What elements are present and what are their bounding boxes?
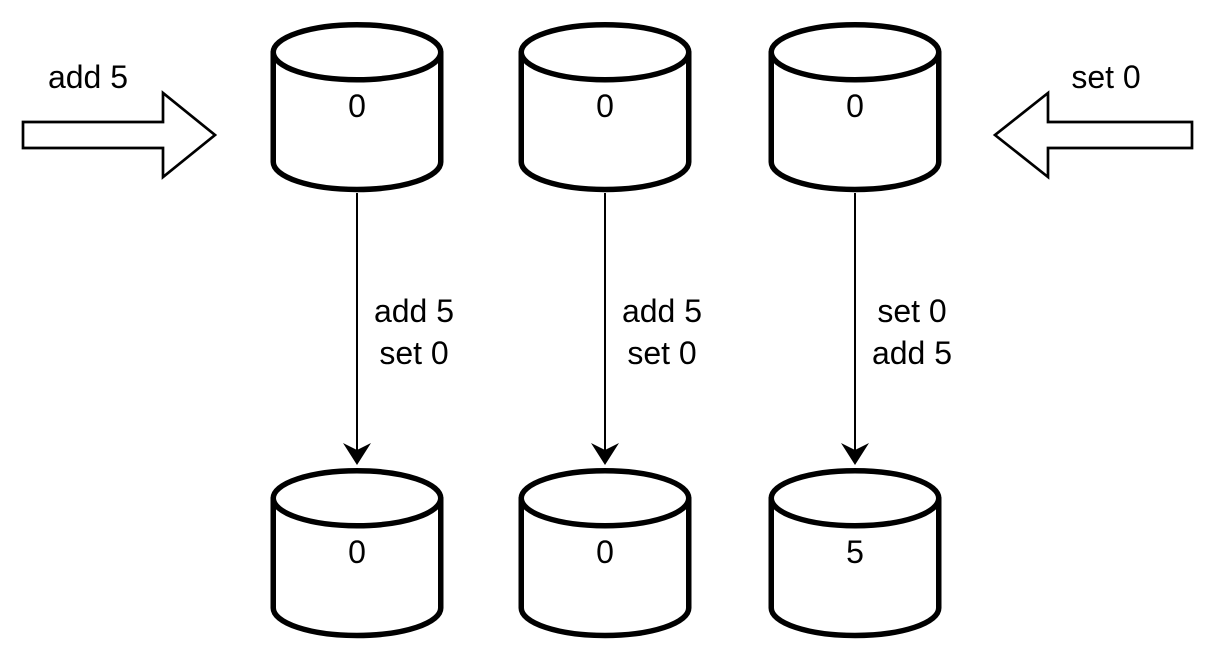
database-cylinder-top <box>270 22 444 83</box>
replication-arrow-3-op1: set 0 <box>877 293 946 329</box>
input-arrow-right-group: set 0 <box>992 59 1194 180</box>
top-database-1-value: 0 <box>348 88 366 124</box>
left-block-arrow-icon <box>992 90 1194 180</box>
top-database-1: 0 <box>270 22 444 193</box>
replication-arrow-3-head-icon <box>841 443 869 465</box>
top-database-3: 0 <box>768 22 942 193</box>
input-arrow-right-label: set 0 <box>1071 59 1140 95</box>
database-cylinder-body <box>270 49 444 193</box>
input-arrow-left-label: add 5 <box>48 59 128 95</box>
bottom-database-2-value: 0 <box>596 534 614 570</box>
top-database-3-value: 0 <box>846 88 864 124</box>
database-cylinder-top <box>518 22 692 83</box>
database-cylinder-body <box>518 49 692 193</box>
database-cylinder-body <box>518 495 692 639</box>
database-cylinder-top <box>768 22 942 83</box>
replication-arrow-2-head-icon <box>591 443 619 465</box>
replication-arrow-1-op2: set 0 <box>379 335 448 371</box>
database-cylinder-body <box>768 495 942 639</box>
replication-arrow-1-op1: add 5 <box>374 293 454 329</box>
database-cylinder-top <box>270 468 444 529</box>
top-database-2: 0 <box>518 22 692 193</box>
bottom-database-1-value: 0 <box>348 534 366 570</box>
database-cylinder-body <box>270 495 444 639</box>
top-database-2-value: 0 <box>596 88 614 124</box>
bottom-database-3: 5 <box>768 468 942 639</box>
database-cylinder-top <box>768 468 942 529</box>
bottom-database-1: 0 <box>270 468 444 639</box>
replication-arrow-2-op1: add 5 <box>622 293 702 329</box>
input-arrow-left-group: add 5 <box>21 59 218 180</box>
column-3: 0 set 0 add 5 5 <box>768 22 952 639</box>
database-cylinder-body <box>768 49 942 193</box>
replication-arrow-2-op2: set 0 <box>627 335 696 371</box>
replication-arrow-3-op2: add 5 <box>872 335 952 371</box>
column-2: 0 add 5 set 0 0 <box>518 22 702 639</box>
database-cylinder-top <box>518 468 692 529</box>
right-block-arrow-icon <box>21 90 218 180</box>
bottom-database-2: 0 <box>518 468 692 639</box>
bottom-database-3-value: 5 <box>846 534 864 570</box>
column-1: 0 add 5 set 0 0 <box>270 22 454 639</box>
replication-arrow-1-head-icon <box>343 443 371 465</box>
